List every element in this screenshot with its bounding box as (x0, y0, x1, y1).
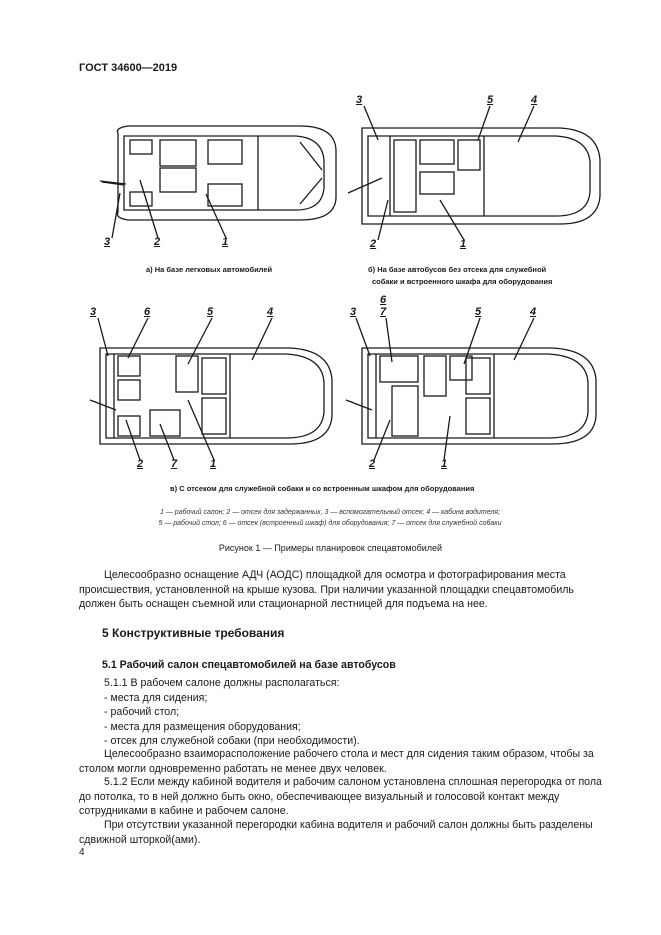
label-2: 2 (370, 238, 377, 250)
label-4: 4 (267, 306, 274, 318)
page-number: 4 (79, 847, 85, 858)
label-5: 5 (475, 306, 482, 318)
car-layout-a (99, 125, 337, 221)
label-5: 5 (487, 94, 494, 106)
list-item: - рабочий стол; (104, 706, 180, 718)
label-2: 2 (137, 458, 144, 470)
label-6: 6 (144, 306, 151, 318)
label-3: 3 (356, 94, 363, 106)
section-title: 5 Конструктивные требования (102, 626, 285, 640)
vehicle-layouts-figure (89, 105, 601, 461)
figure-legend-line1: 1 — рабочий салон; 2 — отсек для задержа… (160, 509, 500, 516)
label-1: 1 (460, 238, 467, 250)
label-6: 6 (380, 294, 387, 306)
label-4: 4 (531, 94, 538, 106)
figure-legend-line2: 5 — рабочий стол; 6 — отсек (встроенный … (158, 520, 502, 527)
paragraph-table-arrangement: Целесообразно взаиморасположение рабочег… (79, 748, 594, 775)
paragraph-5-1-2: 5.1.2 Если между кабиной водителя и рабо… (79, 776, 602, 818)
figure-title: Рисунок 1 — Примеры планировок спецавтом… (218, 543, 443, 553)
paragraph-platform: Целесообразно оснащение АДЧ (АОДС) площа… (79, 569, 574, 611)
caption-b-line1: б) На базе автобусов без отсека для служ… (368, 265, 547, 274)
caption-b-line2: собаки и встроенного шкафа для оборудова… (372, 277, 553, 286)
list-item: - отсек для служебной собаки (при необхо… (104, 735, 360, 747)
bus-layout-b (347, 127, 601, 225)
label-1: 1 (441, 458, 448, 470)
bus-layout-c1 (89, 347, 333, 445)
label-1: 1 (222, 236, 229, 248)
label-7: 7 (171, 458, 178, 470)
paragraph-curtain: При отсутствии указанной перегородки каб… (79, 819, 593, 846)
bus-layout-c2 (345, 347, 597, 445)
label-7: 7 (380, 306, 387, 318)
label-2: 2 (369, 458, 376, 470)
subsection-title: 5.1 Рабочий салон спецавтомобилей на баз… (102, 659, 396, 671)
label-3: 3 (90, 306, 97, 318)
paragraph-5-1-1: 5.1.1 В рабочем салоне должны располагат… (104, 677, 340, 689)
label-5: 5 (207, 306, 214, 318)
label-3: 3 (104, 236, 111, 248)
list-item: - места для размещения оборудования; (104, 721, 301, 733)
label-2: 2 (154, 236, 161, 248)
caption-a: а) На базе легковых автомобилей (146, 265, 273, 274)
label-1: 1 (210, 458, 217, 470)
caption-c: в) С отсеком для служебной собаки и со в… (170, 484, 475, 493)
list-item: - места для сидения; (104, 692, 208, 704)
label-4: 4 (530, 306, 537, 318)
document-header: ГОСТ 34600—2019 (79, 62, 178, 74)
label-3: 3 (350, 306, 357, 318)
